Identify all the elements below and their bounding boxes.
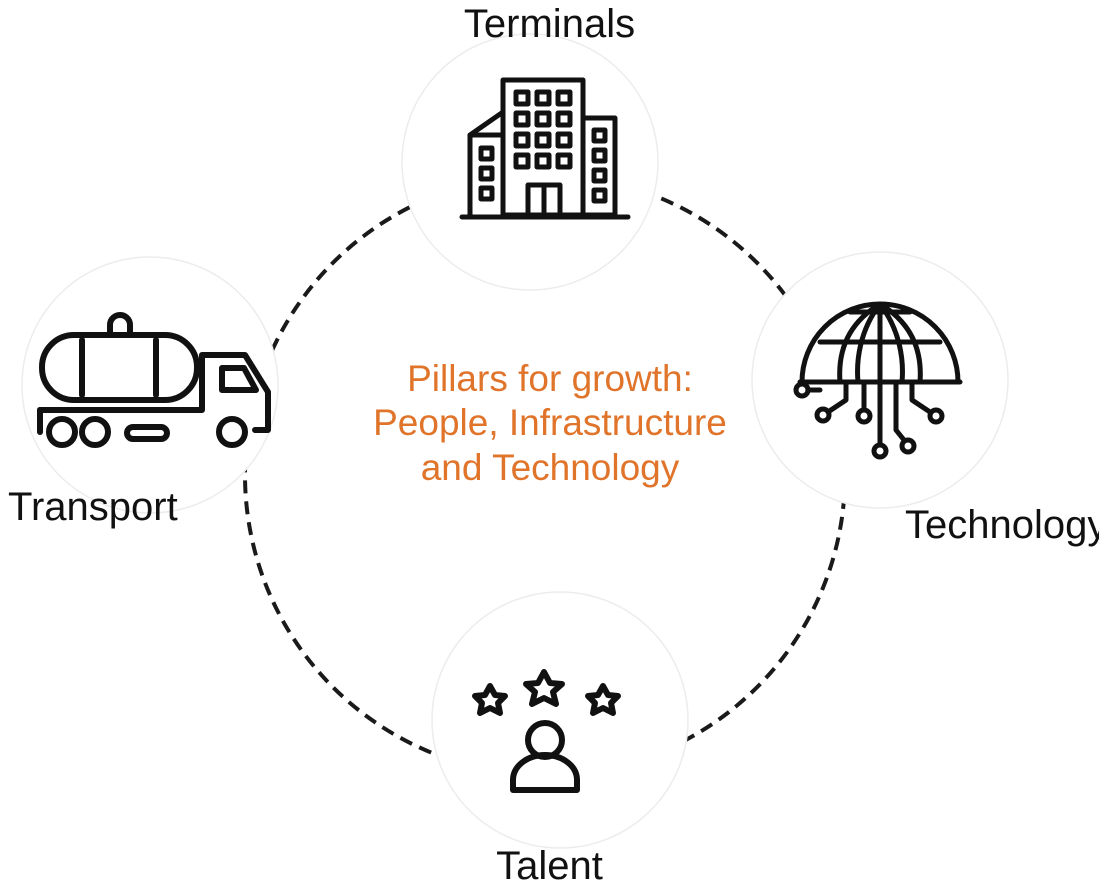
terminals-label: Terminals xyxy=(463,2,636,46)
center-line-1: Pillars for growth: xyxy=(407,358,693,399)
transport-node xyxy=(21,256,279,514)
office-building-icon xyxy=(459,77,631,220)
center-statement: Pillars for growth: People, Infrastructu… xyxy=(330,357,770,490)
technology-label: Technology xyxy=(905,503,1099,547)
talent-node xyxy=(431,591,689,849)
circuit-globe-icon xyxy=(793,301,963,460)
talent-label: Talent xyxy=(496,844,603,888)
center-line-3: and Technology xyxy=(420,446,680,488)
center-line-2: People, Infrastructure xyxy=(373,402,727,444)
transport-label: Transport xyxy=(8,485,178,529)
person-with-stars-icon xyxy=(472,669,621,793)
tanker-truck-icon xyxy=(37,312,271,448)
